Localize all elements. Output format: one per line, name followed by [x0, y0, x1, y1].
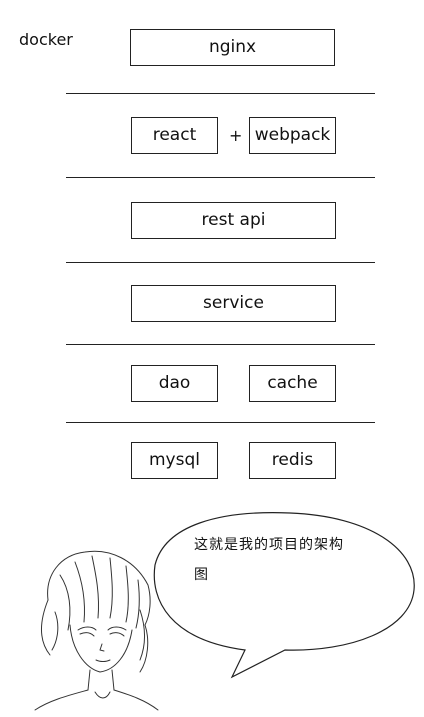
- speech-line-1: 这就是我的项目的架构: [194, 537, 344, 553]
- nginx-box: nginx: [130, 29, 335, 66]
- redis-box: redis: [249, 442, 336, 479]
- divider-3: [66, 262, 375, 263]
- mysql-box: mysql: [131, 442, 218, 479]
- rest-api-box: rest api: [131, 202, 336, 239]
- dao-box: dao: [131, 365, 218, 402]
- cache-box: cache: [249, 365, 336, 402]
- webpack-box: webpack: [249, 117, 336, 154]
- react-box: react: [131, 117, 218, 154]
- divider-2: [66, 177, 375, 178]
- divider-1: [66, 93, 375, 94]
- speech-line-2: 图: [194, 567, 209, 583]
- plus-sign: +: [229, 126, 243, 145]
- docker-label: docker: [19, 30, 73, 49]
- divider-5: [66, 422, 375, 423]
- service-box: service: [131, 285, 336, 322]
- divider-4: [66, 344, 375, 345]
